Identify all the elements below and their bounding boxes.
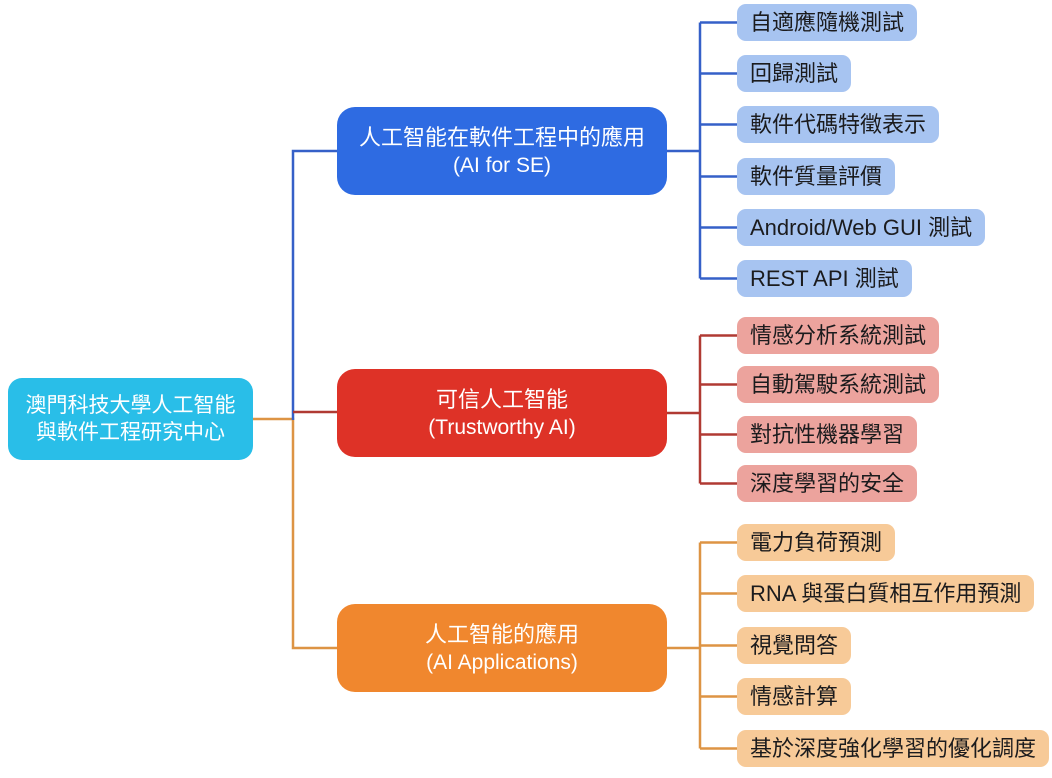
leaf-node-visual-question-answering: 視覺問答 [737, 627, 852, 664]
leaf-node-android-web-gui-testing: Android/Web GUI 測試 [737, 209, 986, 246]
connector-root-to-ai-for-se [291, 149, 337, 420]
leaf-node-adversarial-machine-learning: 對抗性機器學習 [737, 416, 918, 453]
leaf-node-code-feature-representation: 軟件代碼特徵表示 [737, 106, 940, 143]
leaf-node-power-load-forecasting: 電力負荷預測 [737, 524, 896, 561]
branch-sublabel: (Trustworthy AI) [428, 415, 576, 439]
leaf-node-drl-optimization-scheduling: 基於深度強化學習的優化調度 [737, 730, 1050, 767]
branch-node-ai-for-se: 人工智能在軟件工程中的應用 (AI for SE) [337, 107, 667, 195]
leaf-node-rna-protein-interaction-prediction: RNA 與蛋白質相互作用預測 [737, 575, 1035, 612]
branch-label: 可信人工智能 [435, 386, 568, 412]
leaf-node-affective-computing: 情感計算 [737, 678, 852, 715]
branch-node-trustworthy-ai: 可信人工智能 (Trustworthy AI) [337, 369, 667, 457]
leaf-node-adaptive-random-testing: 自適應隨機測試 [737, 4, 918, 41]
leaf-node-deep-learning-security: 深度學習的安全 [737, 465, 918, 502]
connector-ai-for-se-leaves [667, 21, 737, 280]
connector-root-to-ai-applications [253, 417, 337, 650]
connector-trustworthy-ai-leaves [667, 334, 737, 485]
branch-label: 人工智能的應用 [424, 621, 579, 647]
leaf-node-regression-testing: 回歸測試 [737, 55, 852, 92]
leaf-node-software-quality-evaluation: 軟件質量評價 [737, 158, 896, 195]
leaf-node-rest-api-testing: REST API 測試 [737, 260, 912, 297]
connector-ai-applications-leaves [667, 541, 737, 750]
branch-node-ai-applications: 人工智能的應用 (AI Applications) [337, 604, 667, 692]
branch-sublabel: (AI for SE) [452, 153, 552, 177]
branch-label: 人工智能在軟件工程中的應用 [358, 124, 645, 150]
root-node: 澳門科技大學人工智能 與軟件工程研究中心 [8, 378, 253, 460]
leaf-node-autonomous-driving-system-testing: 自動駕駛系統測試 [737, 366, 940, 403]
leaf-node-sentiment-analysis-system-testing: 情感分析系統測試 [737, 317, 940, 354]
branch-sublabel: (AI Applications) [426, 650, 578, 674]
